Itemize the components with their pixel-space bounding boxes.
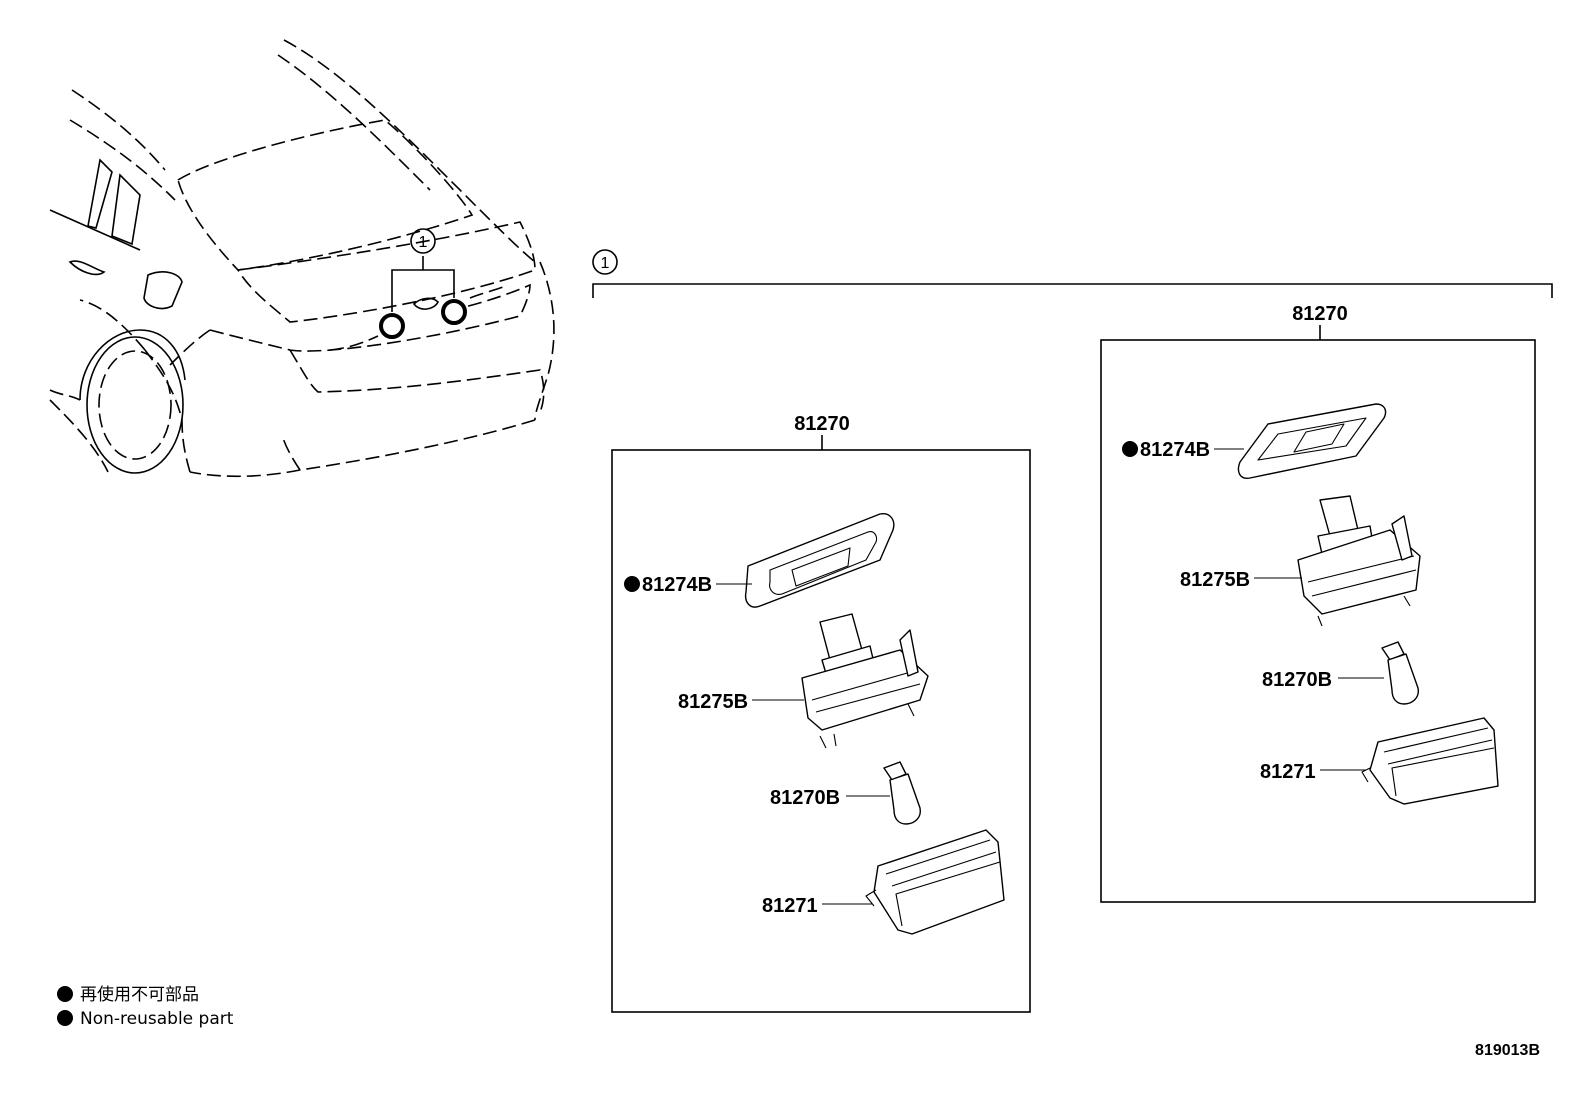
license-lamp-marker-right [441, 299, 467, 325]
group-right: 81270 81274B 81275B 81270B [1100, 303, 1536, 903]
part-label-right-81275B[interactable]: 81275B [1180, 569, 1250, 591]
callout-circle-top [592, 249, 618, 275]
non-reusable-dot-left [624, 576, 640, 592]
bulb-part-left[interactable] [883, 761, 921, 825]
lens-part-left[interactable] [865, 829, 1005, 935]
socket-part-left[interactable] [801, 613, 929, 749]
assembly-label-right[interactable]: 81270 [1292, 303, 1348, 325]
gasket-part-left[interactable] [744, 513, 895, 608]
part-label-right-81271[interactable]: 81271 [1260, 761, 1316, 783]
socket-part-right[interactable] [1297, 495, 1421, 627]
group-left: 81270 81274B 81275B 81270B [611, 413, 1031, 1013]
part-label-right-81274B[interactable]: 81274B [1140, 439, 1210, 461]
lens-part-right[interactable] [1361, 717, 1499, 805]
part-label-right-81270B[interactable]: 81270B [1262, 669, 1332, 691]
callout-circle-car [410, 228, 436, 254]
gasket-part-right[interactable] [1237, 403, 1387, 479]
license-lamp-marker-left [379, 313, 405, 339]
part-label-left-81274B[interactable]: 81274B [642, 574, 712, 596]
part-label-left-81270B[interactable]: 81270B [770, 787, 840, 809]
legend-dot-en [57, 1010, 73, 1026]
part-label-left-81271[interactable]: 81271 [762, 895, 818, 917]
group-box-left [611, 449, 1031, 1013]
callout-index-car: 1 [419, 234, 428, 251]
legend: 再使用不可部品 Non-reusable part [57, 984, 234, 1029]
legend-dot-jp [57, 986, 73, 1002]
bulb-part-right[interactable] [1381, 641, 1419, 705]
assembly-bracket: 1 [592, 249, 1553, 298]
legend-text-jp: 再使用不可部品 [80, 984, 199, 1005]
part-label-left-81275B[interactable]: 81275B [678, 691, 748, 713]
assembly-label-left[interactable]: 81270 [794, 413, 850, 435]
diagram-id: 819013B [1475, 1042, 1540, 1059]
callout-index-top: 1 [601, 255, 610, 272]
non-reusable-dot-right [1122, 441, 1138, 457]
legend-text-en: Non-reusable part [80, 1009, 234, 1029]
group-box-right [1100, 339, 1536, 903]
car-rear-illustration: 1 [49, 39, 555, 478]
